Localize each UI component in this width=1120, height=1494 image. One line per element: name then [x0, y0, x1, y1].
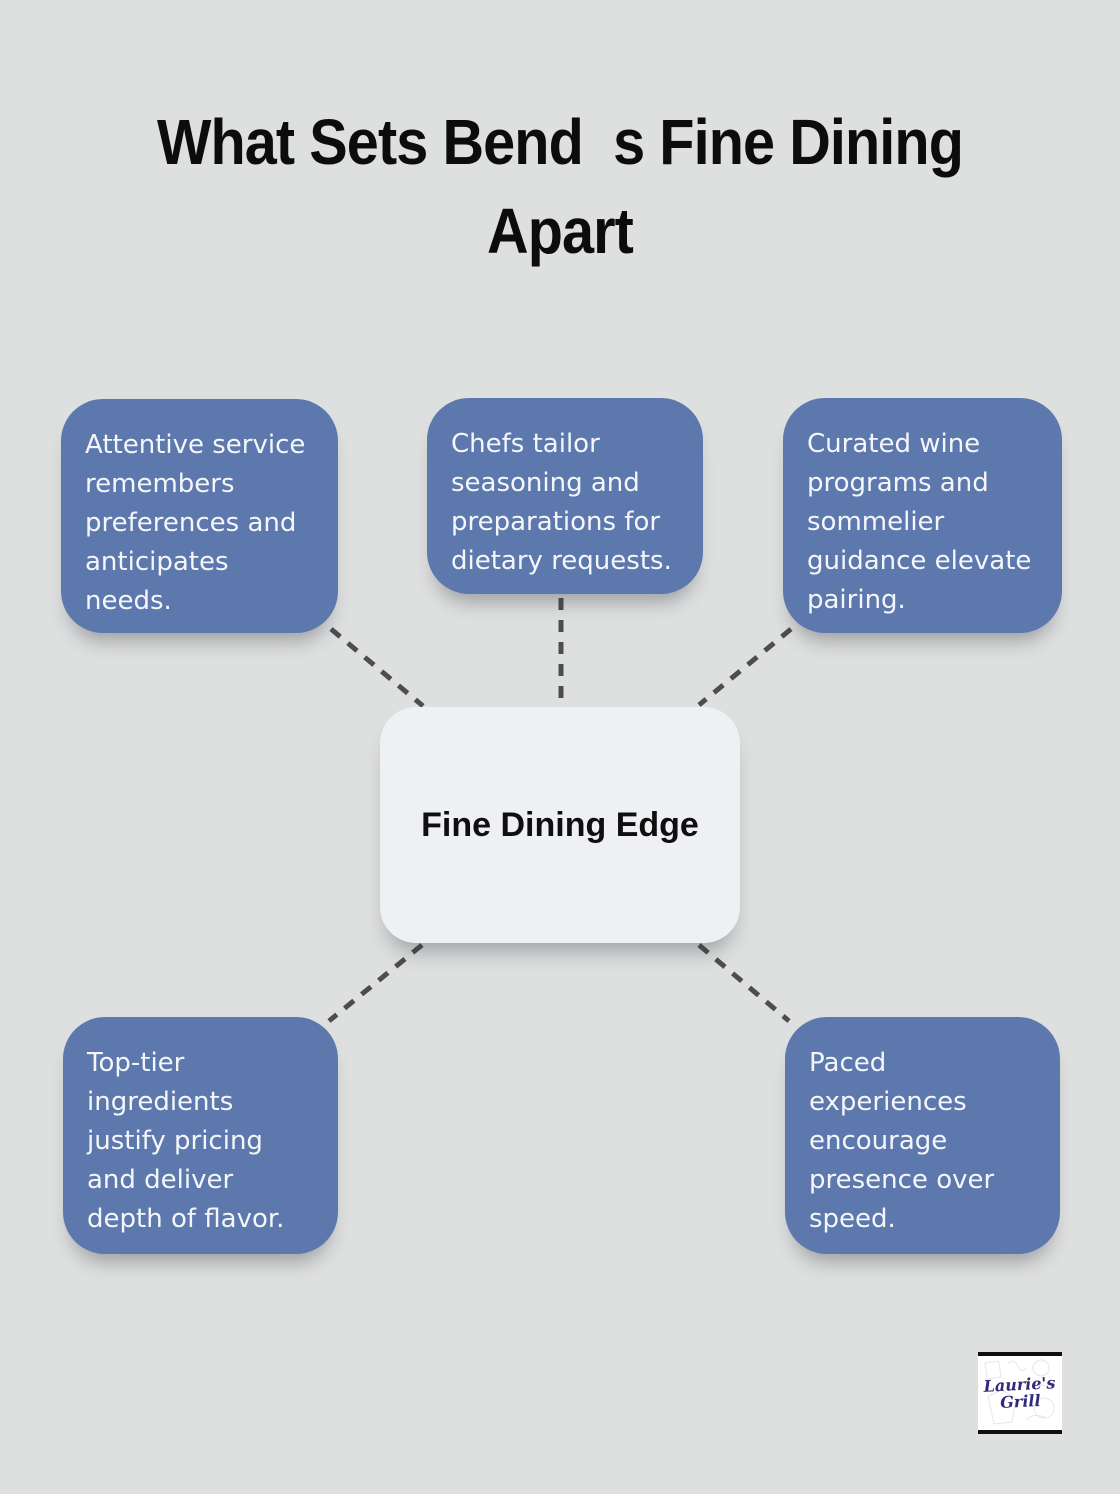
node-chefs-tailor: Chefs tailor seasoning and preparations …	[427, 398, 703, 594]
node-paced-experiences: Paced experiences encourage presence ove…	[785, 1017, 1060, 1254]
center-node-label: Fine Dining Edge	[421, 805, 699, 844]
node-attentive-service-text: Attentive service remembers preferences …	[85, 430, 306, 616]
logo-background-sketch-icon	[984, 1359, 1055, 1425]
connector-bottom-right	[697, 943, 791, 1023]
page-title-line2: Apart	[487, 195, 634, 267]
node-curated-wine: Curated wine programs and sommelier guid…	[783, 398, 1062, 633]
connector-top-right	[697, 627, 793, 707]
logo-line2: Grill	[999, 1390, 1042, 1413]
node-curated-wine-text: Curated wine programs and sommelier guid…	[807, 429, 1032, 615]
node-top-tier-ingredients: Top-tier ingredients justify pricing and…	[63, 1017, 338, 1254]
page-title-line1: What Sets Bend s Fine Dining	[157, 106, 964, 178]
node-chefs-tailor-text: Chefs tailor seasoning and preparations …	[451, 429, 672, 576]
node-paced-experiences-text: Paced experiences encourage presence ove…	[809, 1048, 995, 1234]
center-node-fine-dining-edge: Fine Dining Edge	[380, 707, 740, 943]
connector-bottom-left	[327, 943, 424, 1023]
node-top-tier-ingredients-text: Top-tier ingredients justify pricing and…	[87, 1048, 285, 1234]
connector-top-left	[329, 627, 425, 708]
node-attentive-service: Attentive service remembers preferences …	[61, 399, 338, 633]
